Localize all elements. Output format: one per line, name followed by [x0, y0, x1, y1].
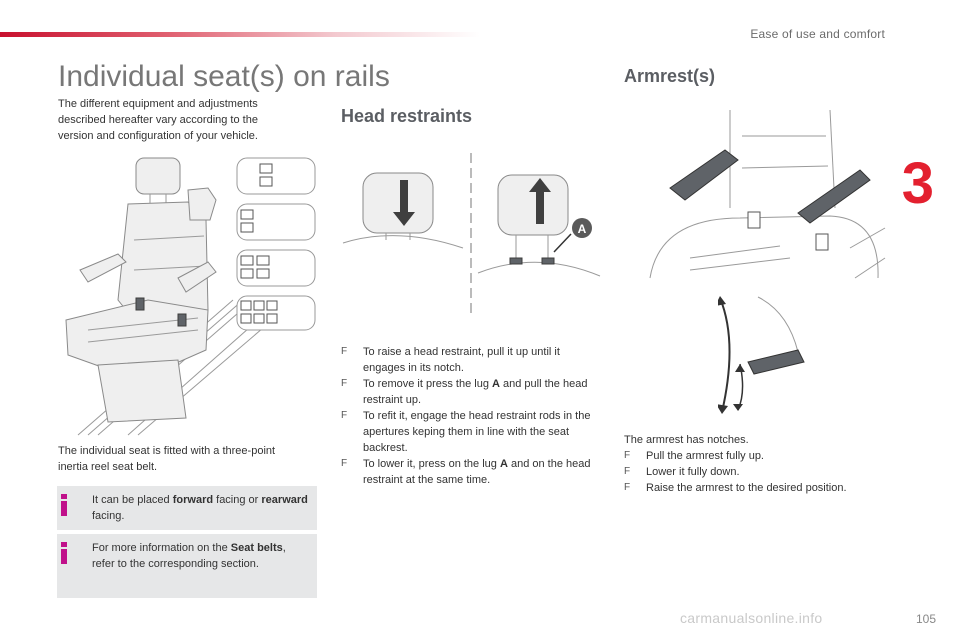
- armrest-notch-illustration: [718, 296, 805, 414]
- bullet-icon: F: [341, 378, 348, 389]
- intro-paragraph: The different equipment and adjustments …: [58, 98, 258, 142]
- bullet-icon: F: [341, 458, 348, 469]
- chapter-number: 3: [901, 151, 934, 216]
- info-icon: [61, 494, 67, 516]
- van-config-3: [236, 249, 316, 287]
- page-number: 105: [915, 612, 936, 626]
- lug-a-label: A: [578, 222, 587, 236]
- armrest-notches-text: The armrest has notches.: [624, 434, 749, 446]
- seat-configuration-icons: [236, 157, 316, 331]
- armrests-heading: Armrest(s): [624, 66, 716, 86]
- armrest-illustration: [649, 109, 886, 279]
- seat-belt-text: The individual seat is fitted with a thr…: [58, 445, 276, 473]
- info-box-orientation: It can be placed forward facing or rearw…: [57, 486, 317, 530]
- bullet-icon: F: [624, 466, 631, 477]
- section-label: Ease of use and comfort: [750, 27, 885, 41]
- head-restraints-heading: Head restraints: [341, 106, 473, 126]
- seat-body: [65, 157, 217, 423]
- watermark: carmanualsonline.info: [680, 610, 823, 626]
- seat-illustration: [65, 157, 264, 436]
- bullet-icon: F: [341, 410, 348, 421]
- head-restraint-raise: A: [477, 174, 601, 277]
- bullet-icon: F: [624, 450, 631, 461]
- info-box-text: It can be placed forward facing or rearw…: [92, 494, 308, 522]
- header-accent-bar: [0, 32, 480, 37]
- info-box-text: For more information on the Seat belts, …: [92, 542, 286, 570]
- info-icon: [61, 542, 67, 564]
- bullet-icon: F: [624, 482, 631, 493]
- head-restraint-illustration: A: [342, 153, 601, 318]
- page-title: Individual seat(s) on rails: [58, 60, 390, 93]
- van-config-2: [236, 203, 316, 241]
- bullet-icon: F: [341, 346, 348, 357]
- van-config-4: [236, 295, 316, 331]
- van-config-1: [236, 157, 316, 195]
- head-restraint-lower: [342, 153, 472, 318]
- info-box-seat-belts: For more information on the Seat belts, …: [57, 534, 317, 598]
